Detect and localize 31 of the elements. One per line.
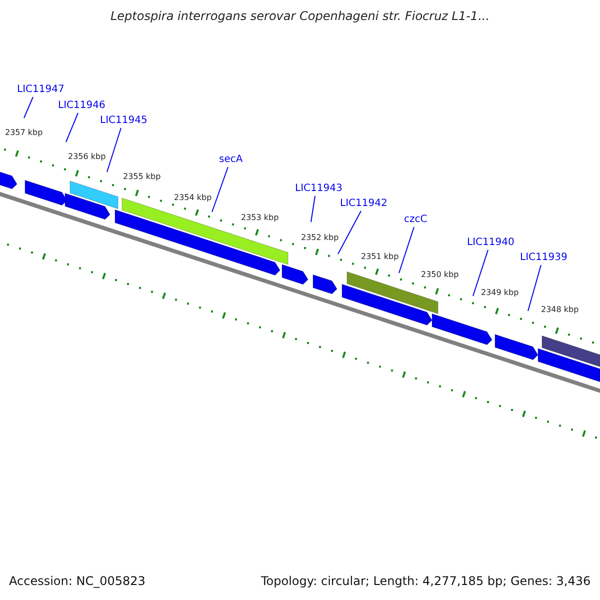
- leader-line: [398, 226, 414, 274]
- leader-line: [106, 128, 122, 172]
- scale-label: 2351 kbp: [361, 252, 399, 262]
- scale-label: 2353 kbp: [241, 213, 279, 223]
- scale-label: 2355 kbp: [123, 172, 161, 182]
- leader-line: [212, 166, 228, 212]
- title: Leptospira interrogans serovar Copenhageni str. Fiocruz L1-1...: [109, 8, 491, 24]
- gene-label: LIC11946: [58, 100, 106, 112]
- leader-line: [24, 96, 34, 118]
- scale-label: 2348 kbp: [541, 305, 579, 315]
- leader-line: [338, 210, 362, 254]
- leader-line: [66, 112, 78, 142]
- gene-label: LIC11939: [520, 252, 568, 264]
- leader-line: [472, 250, 488, 296]
- scale-label: 2349 kbp: [481, 288, 519, 298]
- scale-label: 2357 kbp: [5, 128, 43, 138]
- gene-label: LIC11943: [295, 183, 342, 195]
- footer-text: Topology: circular; Length: 4,277,185 bp; Genes: 3,436: [261, 574, 591, 588]
- leader-line: [310, 196, 316, 222]
- scale-label: 2354 kbp: [174, 193, 212, 203]
- scale-label: 2356 kbp: [68, 152, 106, 162]
- gene-label: czcC: [404, 214, 428, 226]
- scale-label: 2350 kbp: [421, 270, 459, 280]
- leader-line: [528, 264, 542, 312]
- gene-label: secA: [219, 154, 243, 166]
- gene-label: LIC11945: [100, 115, 148, 127]
- gene-label: LIC11940: [467, 237, 514, 249]
- gene-label: LIC11947: [17, 84, 64, 96]
- gene-label: LIC11942: [340, 198, 388, 210]
- scale-label: 2352 kbp: [301, 233, 339, 243]
- footer-text: Accession: NC_005823: [9, 574, 146, 588]
